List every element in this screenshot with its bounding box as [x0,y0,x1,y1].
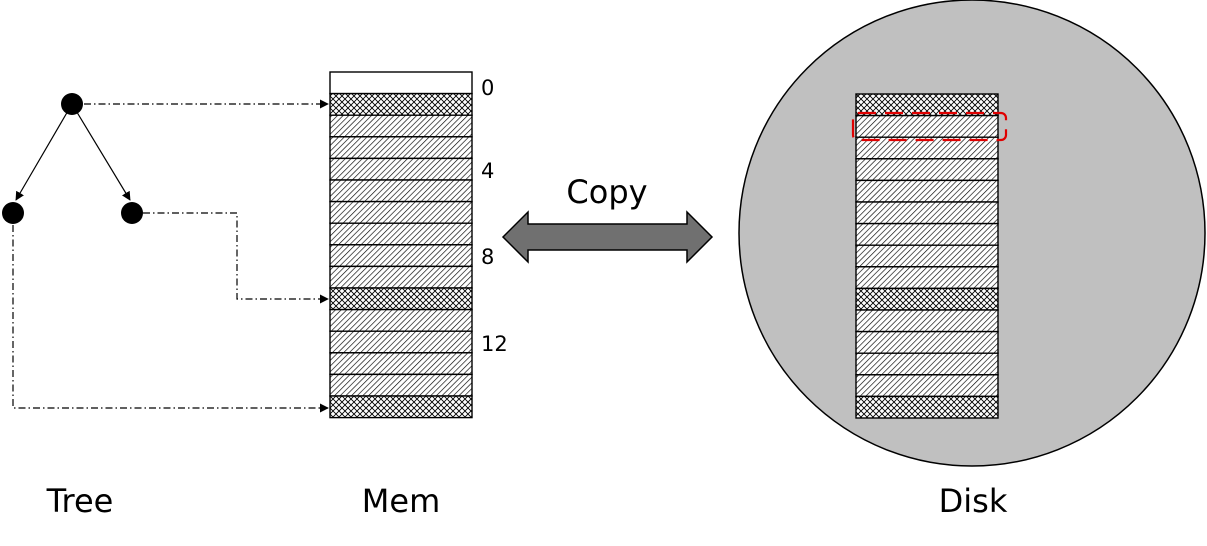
memory-block-15 [329,395,473,419]
memory-block-13 [329,352,473,376]
disk-block-12 [855,352,999,376]
disk-caption: Disk [939,482,1008,520]
tree-left-child-node [2,202,24,224]
memory-index-label: 8 [481,245,494,269]
memory-block-1 [329,92,473,116]
tree-edge-left [15,103,73,201]
memory-index-labels: 0 4 8 12 [481,76,508,356]
memory-block-7 [329,222,473,246]
tree-caption: Tree [46,482,114,520]
disk-block-7 [855,244,999,268]
memory-block-6 [329,200,473,224]
memory-block-9 [329,265,473,289]
tree-root-node [61,93,83,115]
memory-block-0 [329,71,473,95]
memory-block-12 [329,330,473,354]
disk-block-3 [855,158,999,182]
pointer-left-child-to-memory [12,225,329,413]
disk-block-8 [855,266,999,290]
tree-right-child-node [121,202,143,224]
memory-block-5 [329,179,473,203]
disk-block-10 [855,309,999,333]
memory-block-10 [329,287,473,311]
memory-block-2 [329,114,473,138]
disk-block-11 [855,330,999,354]
disk-block-1 [855,114,999,138]
disk-block-4 [855,179,999,203]
memory-block-11 [329,308,473,332]
memory-index-label: 4 [481,159,494,183]
copy-label: Copy [566,173,647,211]
memory-index-label: 12 [481,332,508,356]
memory-block-column [329,71,473,419]
mem-caption: Mem [362,482,440,520]
pointer-right-child-to-memory [143,212,329,304]
disk-block-5 [855,201,999,225]
disk-highlighted-block [851,111,1008,142]
disk-block-9 [855,287,999,311]
disk-block-14 [855,395,999,419]
disk-block-column [855,93,999,419]
memory-block-8 [329,244,473,268]
memory-block-3 [329,136,473,160]
tree-edge-right [71,103,131,201]
copy-double-arrow [501,210,714,264]
memory-index-label: 0 [481,76,494,100]
memory-block-14 [329,373,473,397]
memory-block-4 [329,157,473,181]
disk-block-13 [855,374,999,398]
disk-block-6 [855,222,999,246]
